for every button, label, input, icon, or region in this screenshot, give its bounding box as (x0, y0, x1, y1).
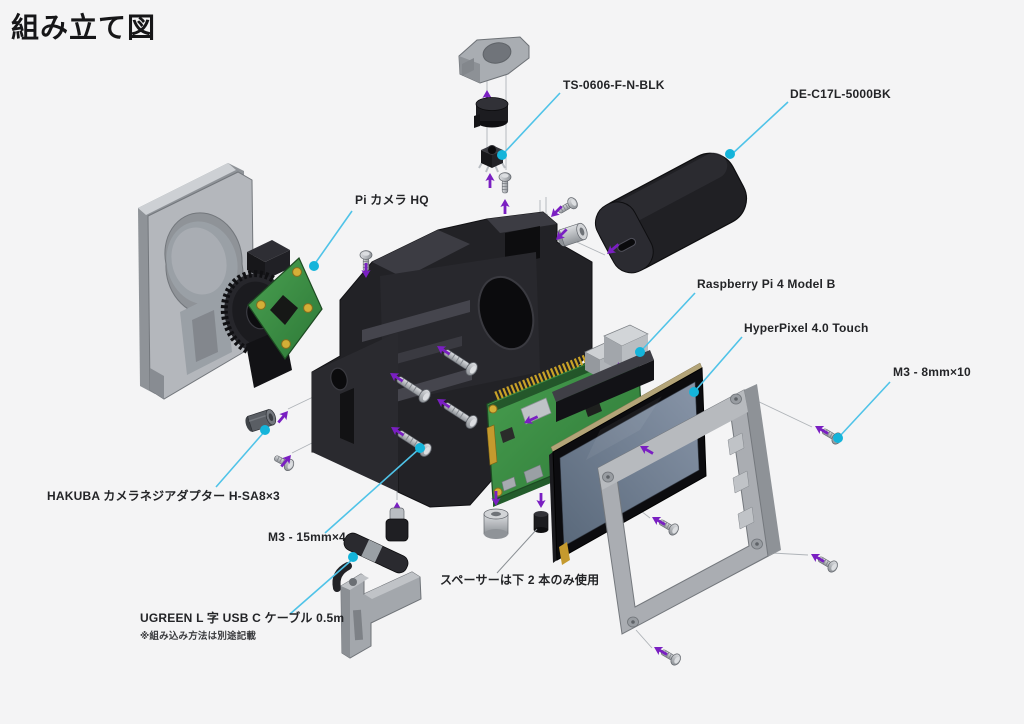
label-spacer-note: スペーサーは下 2 本のみ使用 (440, 573, 600, 587)
label-powerbank: DE-C17L-5000BK (790, 87, 891, 101)
label-ugreen-note: ※組み込み方法は別途記載 (140, 631, 257, 642)
label-m3-8mm: M3 - 8mm×10 (893, 365, 971, 379)
leader-lines (215, 92, 891, 615)
camera-connector (486, 424, 498, 466)
power-bank-part (594, 152, 748, 274)
back-frame-part (597, 384, 781, 635)
usbc-cable-part (332, 502, 409, 592)
label-raspberry-pi: Raspberry Pi 4 Model B (697, 277, 836, 291)
case-front-part (138, 163, 255, 400)
label-ugreen: UGREEN L 字 USB C ケーブル 0.5m (140, 611, 345, 625)
knob-part (474, 97, 509, 128)
spacer-leader-line (496, 528, 538, 574)
gpio-pins (494, 334, 636, 401)
label-m3-15mm: M3 - 15mm×4 (268, 530, 346, 544)
silver-spacer (483, 491, 509, 539)
black-spacer (533, 493, 549, 533)
pi-camera-hq-part (220, 240, 323, 388)
label-hyperpixel: HyperPixel 4.0 Touch (744, 321, 869, 335)
label-ts0606: TS-0606-F-N-BLK (563, 78, 665, 92)
raspberry-pi-part (486, 324, 654, 507)
label-hakuba: HAKUBA カメラネジアダプター H-SA8×3 (47, 489, 280, 503)
label-pi-camera: Pi カメラ HQ (355, 193, 429, 207)
diagram-title: 組み立て図 (11, 12, 157, 43)
leader-dots (260, 149, 843, 562)
top-cap-part (458, 36, 530, 84)
usb-bracket-part (340, 571, 422, 659)
